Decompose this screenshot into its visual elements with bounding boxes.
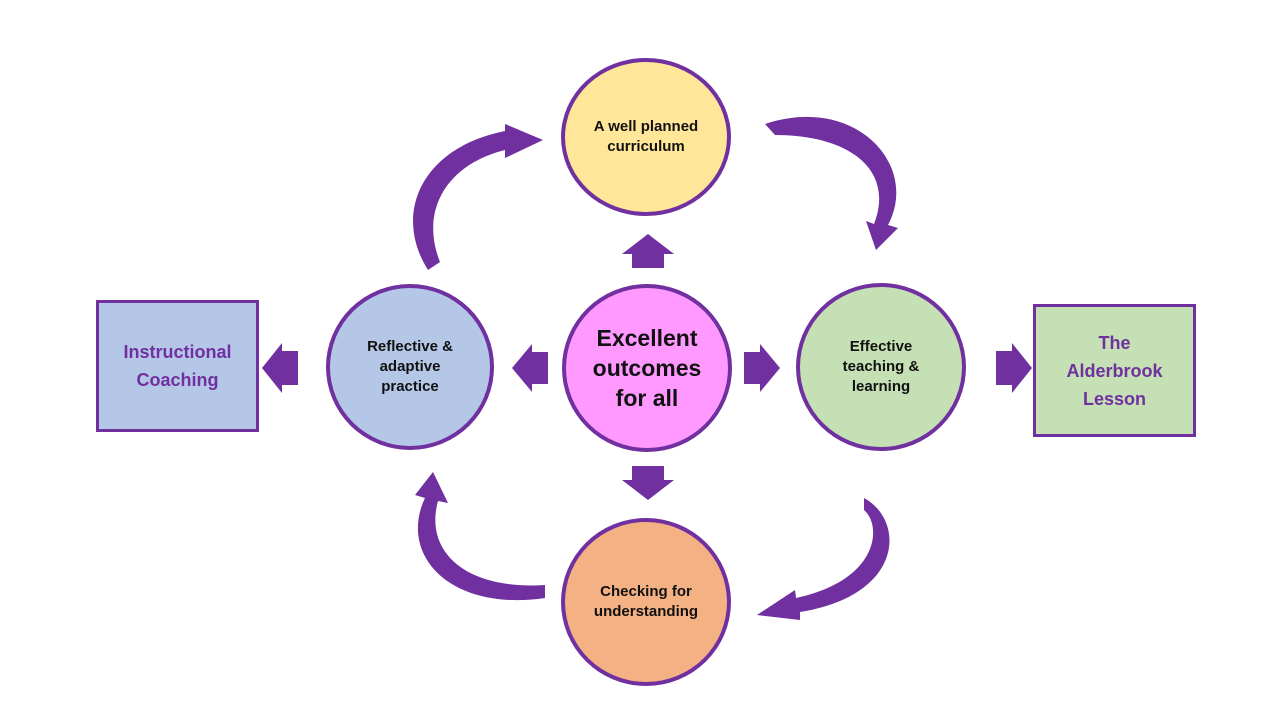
curved-arrow-right-to-bottom: [757, 498, 890, 620]
node-excellent-outcomes-label: Excellent outcomes for all: [592, 325, 702, 411]
block-arrow-up: [622, 234, 674, 268]
block-arrow-down: [622, 466, 674, 500]
box-alderbrook-lesson-label: The Alderbrook Lesson: [1066, 332, 1163, 409]
node-effective-teaching-learning-label: Effective teaching & learning: [842, 338, 920, 395]
box-alderbrook-lesson: The Alderbrook Lesson: [1033, 304, 1196, 437]
node-effective-teaching-learning: Effective teaching & learning: [796, 283, 966, 451]
node-checking-for-understanding-label: Checking for understanding: [593, 583, 699, 620]
block-arrow-left-outer: [262, 343, 298, 393]
block-arrow-right-outer: [996, 343, 1032, 393]
node-well-planned-curriculum-label: A well planned curriculum: [593, 118, 699, 155]
curved-arrow-left-to-top: [413, 124, 543, 270]
block-arrow-left-inner: [512, 344, 548, 392]
curved-arrow-bottom-to-left: [415, 472, 545, 601]
node-reflective-adaptive-practice-label: Reflective & adaptive practice: [367, 338, 453, 395]
node-well-planned-curriculum: A well planned curriculum: [561, 58, 731, 216]
node-reflective-adaptive-practice: Reflective & adaptive practice: [326, 284, 494, 450]
box-instructional-coaching: Instructional Coaching: [96, 300, 259, 432]
curved-arrow-top-to-right: [765, 116, 898, 250]
node-excellent-outcomes: Excellent outcomes for all: [562, 284, 732, 452]
node-checking-for-understanding: Checking for understanding: [561, 518, 731, 686]
box-instructional-coaching-label: Instructional Coaching: [123, 342, 232, 390]
block-arrow-right-inner: [744, 344, 780, 392]
